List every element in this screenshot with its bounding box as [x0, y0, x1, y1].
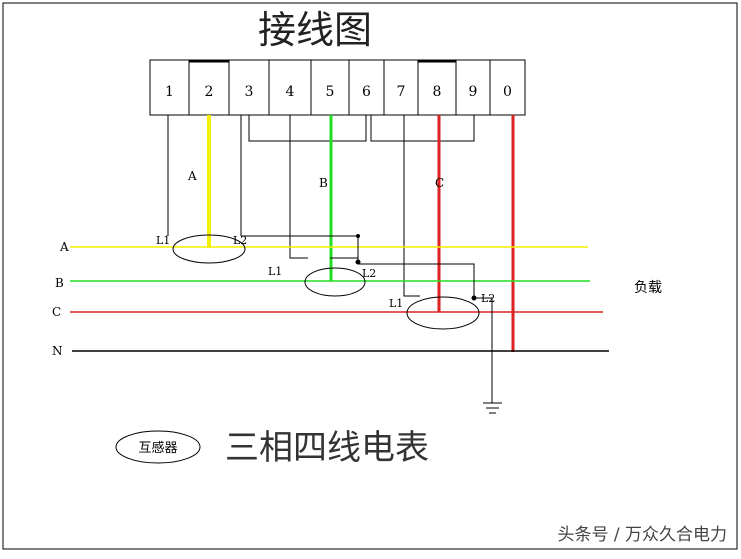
legend-ct-icon	[115, 430, 201, 464]
ct-b-coil	[304, 267, 366, 297]
terminal-number: 6	[362, 84, 371, 100]
terminal-block: 1 2 3 4 5 6 7 8 9 0	[149, 59, 526, 116]
link-bar-7-9	[370, 115, 475, 142]
link-bar-3-6	[248, 115, 367, 142]
terminal-number: 0	[503, 84, 512, 100]
terminal-cell	[417, 59, 457, 116]
terminal-cell	[149, 59, 190, 116]
line-label-a: A	[59, 240, 69, 254]
terminal-number: 9	[469, 84, 478, 100]
wire-ct-a-l2	[241, 235, 359, 259]
junction-dot	[471, 295, 477, 301]
wire-ct-c-l2-ground	[474, 297, 493, 403]
ct-b-l1-label: L1	[268, 265, 282, 278]
ground-icon	[483, 402, 502, 414]
wire-terminal-7	[403, 115, 420, 297]
ct-b-l2-label: L2	[362, 267, 376, 280]
terminal-number: 1	[165, 84, 174, 100]
ct-a-l1-label: L1	[156, 234, 170, 247]
ct-a-coil	[172, 234, 246, 264]
phase-label-b: B	[319, 176, 328, 190]
wire-terminal-4	[289, 115, 308, 259]
terminal-cell	[268, 59, 312, 116]
terminal-number: 7	[397, 84, 406, 100]
diagram-title: 接线图	[258, 8, 372, 52]
terminal-number: 4	[286, 84, 295, 100]
ct-a-l2-label: L2	[233, 234, 247, 247]
line-label-b: B	[55, 276, 64, 290]
ct-c-coil	[406, 296, 480, 330]
diagram-subtitle: 三相四线电表	[225, 428, 429, 468]
terminal-number: 2	[205, 84, 214, 100]
ct-c-l1-label: L1	[389, 297, 403, 310]
terminal-cell	[489, 59, 526, 116]
watermark: 头条号 / 万众久合电力	[557, 525, 727, 545]
load-label: 负载	[634, 280, 662, 296]
phase-label-a: A	[187, 169, 197, 183]
terminal-number: 5	[326, 84, 335, 100]
line-label-n: N	[52, 344, 63, 358]
terminal-number: 3	[245, 84, 254, 100]
junction-dot	[356, 234, 360, 238]
terminal-cell	[383, 59, 419, 116]
junction-dot	[355, 259, 361, 265]
line-label-c: C	[52, 305, 61, 319]
legend-label: 互感器	[138, 440, 177, 456]
phase-label-c: C	[435, 176, 444, 190]
terminal-cell	[348, 59, 385, 116]
terminal-number: 8	[433, 84, 442, 100]
